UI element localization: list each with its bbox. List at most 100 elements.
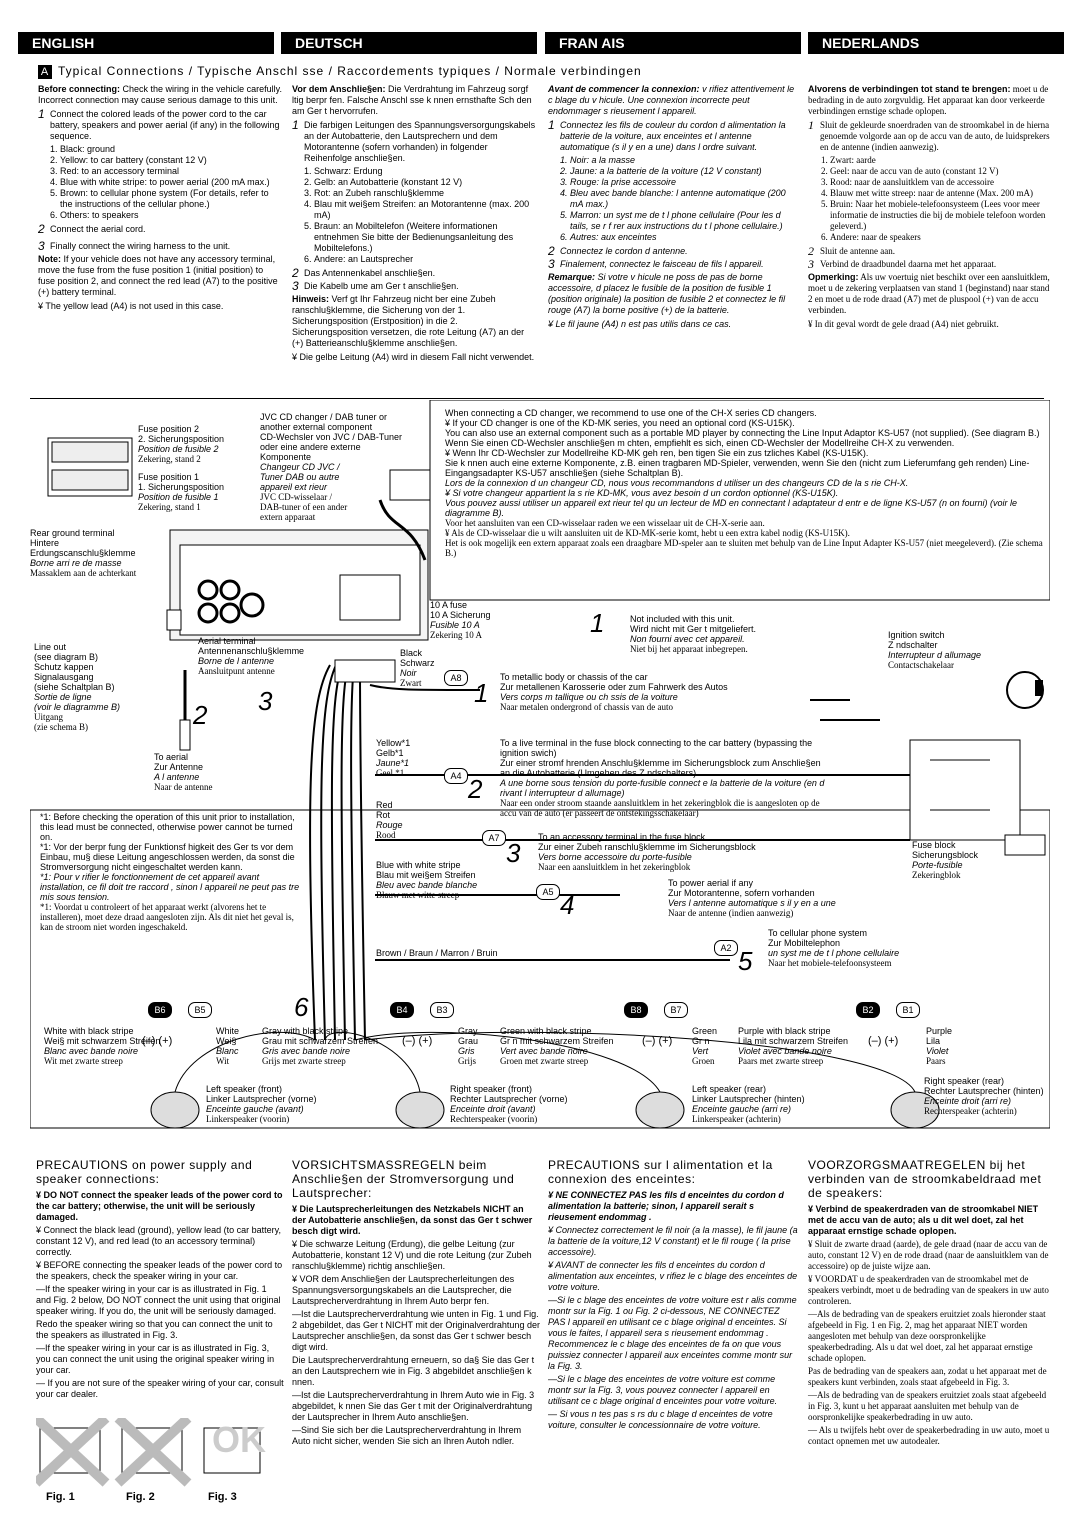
list-item: Autres: aux enceintes bbox=[570, 232, 798, 243]
wire-tag-a5: A5 bbox=[536, 884, 560, 900]
fig1-label: Fig. 1 bbox=[46, 1491, 75, 1503]
en-bullet: ¥ The yellow lead (A4) is not used in th… bbox=[38, 301, 224, 311]
speaker-wiring-figures bbox=[36, 1418, 261, 1487]
precaution-item: ¥ NE CONNECTEZ PAS les fils d enceintes … bbox=[548, 1190, 784, 1222]
precaution-item: — If you are not sure of the speaker wir… bbox=[36, 1378, 284, 1399]
rf-polarity: (–) (+) bbox=[402, 1035, 433, 1047]
lang-english: ENGLISH bbox=[18, 32, 274, 54]
lr-polarity: (–) (+) bbox=[642, 1035, 673, 1047]
list-item: Andere: naar de speakers bbox=[830, 232, 1052, 243]
precaution-item: ¥ Die schwarze Leitung (Erdung), die gel… bbox=[292, 1239, 532, 1271]
conn-tag-b3: B3 bbox=[430, 1002, 454, 1018]
step-number: 1 bbox=[474, 678, 489, 708]
step-number: 4 bbox=[560, 890, 575, 920]
list-item: Braun: an Mobiltelefon (Weitere informat… bbox=[314, 221, 536, 254]
list-item: Noir: a la masse bbox=[570, 155, 798, 166]
precautions-french: PRECAUTIONS sur l alimentation et la con… bbox=[548, 1158, 798, 1433]
precaution-item: ¥ VOR dem Anschlie§en der Lautsprecherle… bbox=[292, 1274, 515, 1306]
conn-tag-b1: B1 bbox=[896, 1002, 920, 1018]
wiring-lines bbox=[30, 400, 1050, 1129]
list-item: Others: to speakers bbox=[60, 210, 282, 221]
german-column: Vor dem Anschlie§en: Die Verdrahtung im … bbox=[292, 84, 536, 366]
lf-polarity: (–) (+) bbox=[142, 1035, 173, 1047]
de-intro: Die Verdrahtung im Fahrzeug sorgf ltig b… bbox=[292, 84, 532, 116]
list-item: Rot: an Zubeh ranschlu§klemme bbox=[314, 188, 536, 199]
en-note: If your vehicle does not have any access… bbox=[38, 254, 278, 297]
precaution-item: —Si le c blage des enceintes de votre vo… bbox=[548, 1374, 778, 1406]
list-item: Rood: naar de aansluitklem van de access… bbox=[830, 177, 1052, 188]
de-step-num: 3 bbox=[292, 279, 299, 293]
en-step-num: 2 bbox=[38, 222, 45, 236]
list-item: Schwarz: Erdung bbox=[314, 166, 536, 177]
list-item: Red: to an accessory terminal bbox=[60, 166, 282, 177]
de-step3: Die Kabelb ume am Ger t anschlie§en. bbox=[304, 281, 459, 291]
dutch-column: Alvorens de verbindingen tot stand te br… bbox=[808, 84, 1052, 333]
en-step-num: 3 bbox=[38, 239, 45, 253]
wire-tag-a2: A2 bbox=[714, 940, 738, 956]
fr-note: Si votre v hicule ne poss de pas de born… bbox=[548, 272, 786, 315]
list-item: Blau mit wei§em Streifen: an Motorantenn… bbox=[314, 199, 536, 221]
right-front-speaker-label: Right speaker (front)Rechter Lautspreche… bbox=[450, 1084, 568, 1124]
precaution-item: ¥ BEFORE connecting the speaker leads of… bbox=[36, 1260, 283, 1281]
de-bullet: ¥ Die gelbe Leitung (A4) wird in diesem … bbox=[292, 352, 535, 362]
fr-note-bold: Remarque: bbox=[548, 272, 596, 282]
conn-tag-b5: B5 bbox=[188, 1002, 212, 1018]
step-number: 2 bbox=[193, 700, 208, 730]
list-item: Geel: naar de accu van de auto (constant… bbox=[830, 166, 1052, 177]
en-step2: Connect the aerial cord. bbox=[50, 224, 146, 234]
precaution-item: —Sind Sie sich ber die Lautsprecherverdr… bbox=[292, 1425, 522, 1446]
french-column: Avant de commencer la connexion: v rifie… bbox=[548, 84, 798, 333]
cd-changer-note: When connecting a CD changer, we recomme… bbox=[445, 408, 1043, 558]
de-step-num: 1 bbox=[292, 118, 299, 132]
precaution-item: ¥ Die Lautsprecherleitungen des Netzkabe… bbox=[292, 1204, 533, 1236]
list-item: Black: ground bbox=[60, 144, 282, 155]
list-item: Zwart: aarde bbox=[830, 155, 1052, 166]
step-number: 2 bbox=[468, 774, 483, 804]
de-step1: Die farbigen Leitungen des Spannungsvers… bbox=[304, 120, 536, 163]
conn-tag-b6: B6 bbox=[148, 1002, 172, 1018]
precautions-nl-title: VOORZORGSMAATREGELEN bij het verbinden v… bbox=[808, 1158, 1042, 1200]
not-included-label: Not included with this unit.Wird nicht m… bbox=[630, 614, 757, 654]
precautions-fr-title: PRECAUTIONS sur l alimentation et la con… bbox=[548, 1158, 773, 1186]
nl-step-num: 3 bbox=[808, 257, 814, 271]
fr-bullet: ¥ Le fil jaune (A4) n est pas utilis dan… bbox=[548, 319, 732, 329]
nl-step2: Sluit de antenne aan. bbox=[820, 246, 895, 256]
list-item: Blauw met witte streep: naar de antenne … bbox=[830, 188, 1052, 199]
precautions-en-title: PRECAUTIONS on power supply and speaker … bbox=[36, 1158, 253, 1186]
precautions-english: PRECAUTIONS on power supply and speaker … bbox=[36, 1158, 284, 1402]
precaution-item: Redo the speaker wiring so that you can … bbox=[36, 1319, 273, 1340]
fig3-label: Fig. 3 bbox=[208, 1491, 237, 1503]
de-step2: Das Antennenkabel anschlie§en. bbox=[304, 268, 436, 278]
precautions-dutch: VOORZORGSMAATREGELEN bij het verbinden v… bbox=[808, 1158, 1052, 1449]
nl-bullet: ¥ In dit geval wordt de gele draad (A4) … bbox=[808, 319, 999, 329]
english-column: Before connecting: Check the wiring in t… bbox=[38, 84, 282, 315]
list-item: Brown: to cellular phone system (For det… bbox=[60, 188, 282, 210]
wire-tag-a4: A4 bbox=[444, 768, 468, 784]
precaution-item: —If the speaker wiring in your car is as… bbox=[36, 1343, 275, 1375]
footnote: *1: Before checking the operation of thi… bbox=[40, 812, 300, 932]
en-intro-bold: Before connecting: bbox=[38, 84, 121, 94]
precaution-item: —Als de bedrading van de speakers eruitz… bbox=[808, 1309, 1046, 1363]
lang-francais: FRAN AIS bbox=[545, 32, 801, 54]
en-intro: Check the wiring in the vehicle carefull… bbox=[38, 84, 282, 105]
precaution-item: —Si le c blage des enceintes de votre vo… bbox=[548, 1295, 797, 1371]
lang-deutsch: DEUTSCH bbox=[281, 32, 537, 54]
list-item: Andere: an Lautsprecher bbox=[314, 254, 536, 265]
fr-step-num: 2 bbox=[548, 244, 555, 258]
fr-step-num: 3 bbox=[548, 257, 555, 271]
step-number: 6 bbox=[294, 992, 309, 1022]
wire-tag-a8: A8 bbox=[444, 670, 468, 686]
list-item: Bruin: Naar het mobiele-telefoonsysteem … bbox=[830, 199, 1052, 232]
